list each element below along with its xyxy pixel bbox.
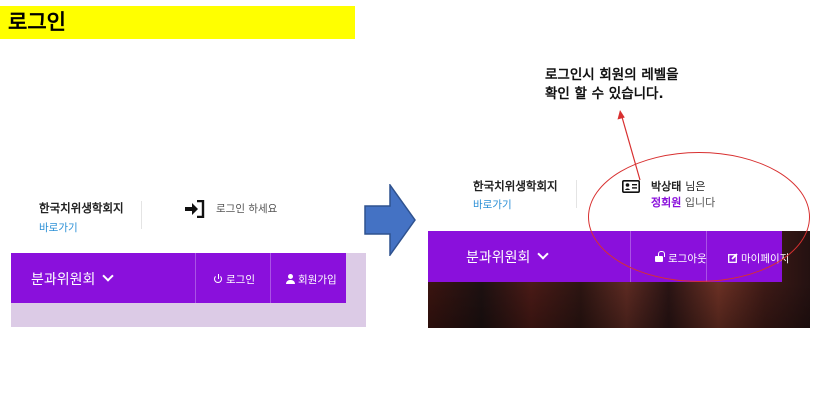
join-button-label: 회원가입 bbox=[298, 274, 337, 286]
shortcut-link[interactable]: 바로가기 bbox=[473, 199, 512, 211]
nav-separator bbox=[195, 253, 196, 303]
slide-title-bar bbox=[0, 6, 355, 39]
committee-menu-label: 분과위원회 bbox=[31, 272, 96, 288]
login-button-label: 로그인 bbox=[226, 274, 255, 286]
sign-in-icon[interactable] bbox=[185, 200, 205, 218]
committee-menu-label: 분과위원회 bbox=[466, 250, 531, 266]
committee-menu[interactable]: 분과위원회 bbox=[466, 247, 549, 267]
site-name: 한국치위생학회지 bbox=[39, 201, 124, 215]
annotation-text: 로그인시 회원의 레벨을 확인 할 수 있습니다. bbox=[545, 66, 679, 104]
committee-menu[interactable]: 분과위원회 bbox=[31, 269, 114, 289]
shortcut-link[interactable]: 바로가기 bbox=[39, 222, 78, 234]
right-arrow-icon bbox=[364, 184, 416, 256]
annotation-line-1: 로그인시 회원의 레벨을 bbox=[545, 67, 679, 83]
header-divider bbox=[141, 201, 142, 229]
hero-image-shade bbox=[428, 283, 810, 328]
site-name: 한국치위생학회지 bbox=[473, 179, 558, 193]
slide-title: 로그인 bbox=[8, 10, 66, 34]
login-prompt[interactable]: 로그인 하세요 bbox=[216, 203, 278, 215]
header-divider bbox=[576, 180, 577, 208]
join-button[interactable]: 회원가입 bbox=[286, 272, 337, 287]
nav-separator bbox=[270, 253, 271, 303]
login-button[interactable]: 로그인 bbox=[214, 272, 255, 287]
highlight-ellipse bbox=[588, 152, 810, 282]
annotation-line-2: 확인 할 수 있습니다. bbox=[545, 86, 664, 102]
